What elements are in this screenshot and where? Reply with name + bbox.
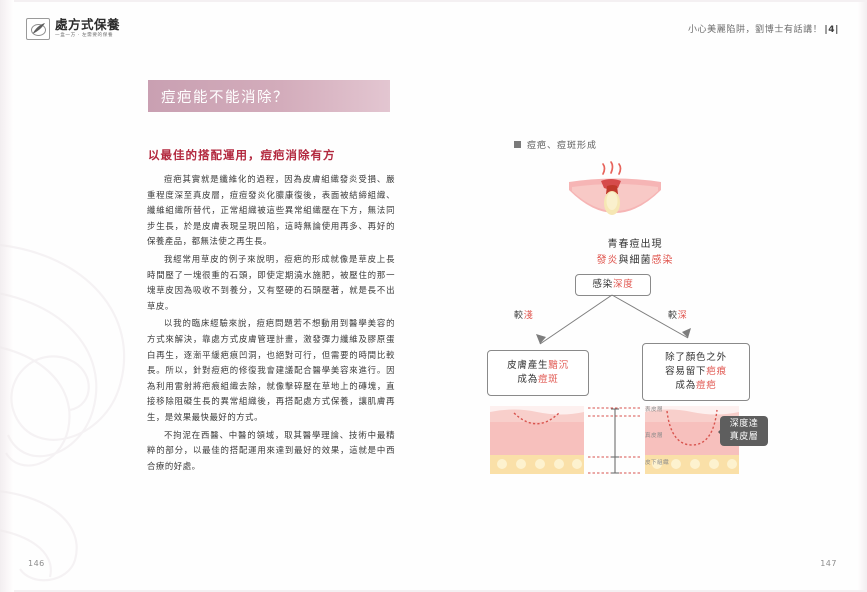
logo-subtitle: 一盒一方 · 左需要的保養 — [55, 33, 114, 39]
article-title-bar: 痘疤能不能消除？ — [148, 80, 390, 112]
caption-inflammation: 發炎 — [596, 255, 619, 266]
layer-label-epidermis: 表皮層 — [645, 407, 663, 413]
caption-and-bacteria: 與細菌 — [618, 255, 652, 266]
callout-line2: 真皮層 — [729, 432, 759, 442]
folio-right: 147 — [820, 559, 837, 568]
bottom-rule — [14, 590, 867, 592]
outcome-right-line1: 除了顏色之外 — [665, 352, 727, 363]
caption-infection: 感染 — [651, 255, 674, 266]
brand-logo: 處方式保養 一盒一方 · 左需要的保養 — [26, 18, 120, 40]
layer-label-dermis: 真皮層 — [645, 433, 663, 439]
node-infection-depth: 感染深度 — [575, 274, 651, 296]
left-page-edge — [0, 0, 14, 592]
running-head-page: |4| — [824, 25, 839, 35]
inflamed-pimple-cross-section-icon — [569, 161, 661, 215]
layer-label-subcutaneous: 皮下組織 — [645, 460, 669, 466]
callout-line1: 深度達 — [729, 419, 759, 429]
branch-label-shallow: 較淺 — [514, 308, 533, 321]
article-body: 痘疤其實就是纖維化的過程，因為皮膚組織發炎受損、嚴重程度深至真皮層，痘痘發炎化膿… — [147, 172, 395, 476]
square-bullet-icon — [514, 141, 521, 148]
running-head: 小心美麗陷阱，劉博士有話講！|4| — [688, 22, 839, 35]
outcome-box-scarring: 除了顏色之外 容易留下疤痕 成為痘疤 — [642, 343, 750, 401]
running-head-text: 小心美麗陷阱，劉博士有話講！ — [687, 25, 823, 35]
outcome-left-line1-prefix: 皮膚產生 — [507, 360, 549, 371]
outcome-box-pigmentation: 皮膚產生黯沉 成為痘斑 — [487, 350, 589, 396]
top-rule — [14, 0, 867, 2]
branch-deep-prefix: 較 — [668, 311, 678, 321]
outcome-left-line2-word: 痘斑 — [538, 374, 559, 385]
branch-deep-word: 深 — [677, 311, 688, 321]
outcome-left-line1-word: 黯沉 — [548, 360, 569, 371]
article-subhead: 以最佳的搭配運用，痘疤消除有方 — [148, 148, 336, 162]
branch-shallow-word: 淺 — [523, 311, 534, 321]
diagram-title: 痘疤、痘斑形成 — [514, 138, 597, 151]
branch-shallow-prefix: 較 — [514, 311, 524, 321]
pimple-caption-line2: 發炎與細菌感染 — [470, 251, 800, 266]
paragraph: 我經常用草皮的例子來說明，痘疤的形成就像是草皮上長時間壓了一塊很重的石頭，即使定… — [147, 253, 395, 311]
folio-left: 146 — [28, 559, 45, 568]
outcome-left-line2-prefix: 成為 — [517, 374, 538, 385]
deep-lesion-skin-cross-section-icon — [645, 406, 739, 474]
node-infection-label: 感染 — [592, 279, 613, 290]
diagram-title-text: 痘疤、痘斑形成 — [527, 141, 598, 151]
outcome-right-line3-word: 痘疤 — [696, 380, 717, 391]
outcome-right-line2-word: 疤痕 — [706, 366, 727, 377]
paragraph: 以我的臨床經驗來說，痘疤問題若不想動用到醫學美容的方式來解決，靠處方式皮膚管理計… — [147, 318, 395, 422]
decorative-swirl-watermark — [0, 243, 126, 582]
shallow-lesion-skin-cross-section-icon — [490, 406, 584, 474]
paragraph: 不拘泥在西醫、中醫的領域，取其醫學理論、技術中最精粹的部分，以最佳的搭配運用來達… — [147, 429, 395, 471]
depth-callout-bubble: 深度達 真皮層 — [718, 416, 768, 446]
leaf-square-logo-icon — [26, 18, 50, 40]
node-depth-label: 深度 — [613, 279, 634, 290]
page-title: 痘疤能不能消除？ — [161, 89, 289, 106]
outcome-right-line2-prefix: 容易留下 — [665, 366, 707, 377]
right-page-edge — [857, 0, 867, 592]
logo-title: 處方式保養 — [55, 17, 121, 33]
heat-waves-icon — [602, 161, 622, 175]
skin-depth-scale — [588, 407, 642, 474]
paragraph: 痘疤其實就是纖維化的過程，因為皮膚組織發炎受損、嚴重程度深至真皮層，痘痘發炎化膿… — [147, 174, 395, 247]
acne-scar-formation-diagram: 痘疤、痘斑形成 青春痘出現 發炎與細菌感染 感染深度 — [470, 128, 800, 488]
outcome-right-line3-prefix: 成為 — [675, 380, 696, 391]
pimple-caption-line1: 青春痘出現 — [607, 239, 663, 250]
branch-label-deep: 較深 — [668, 308, 687, 321]
